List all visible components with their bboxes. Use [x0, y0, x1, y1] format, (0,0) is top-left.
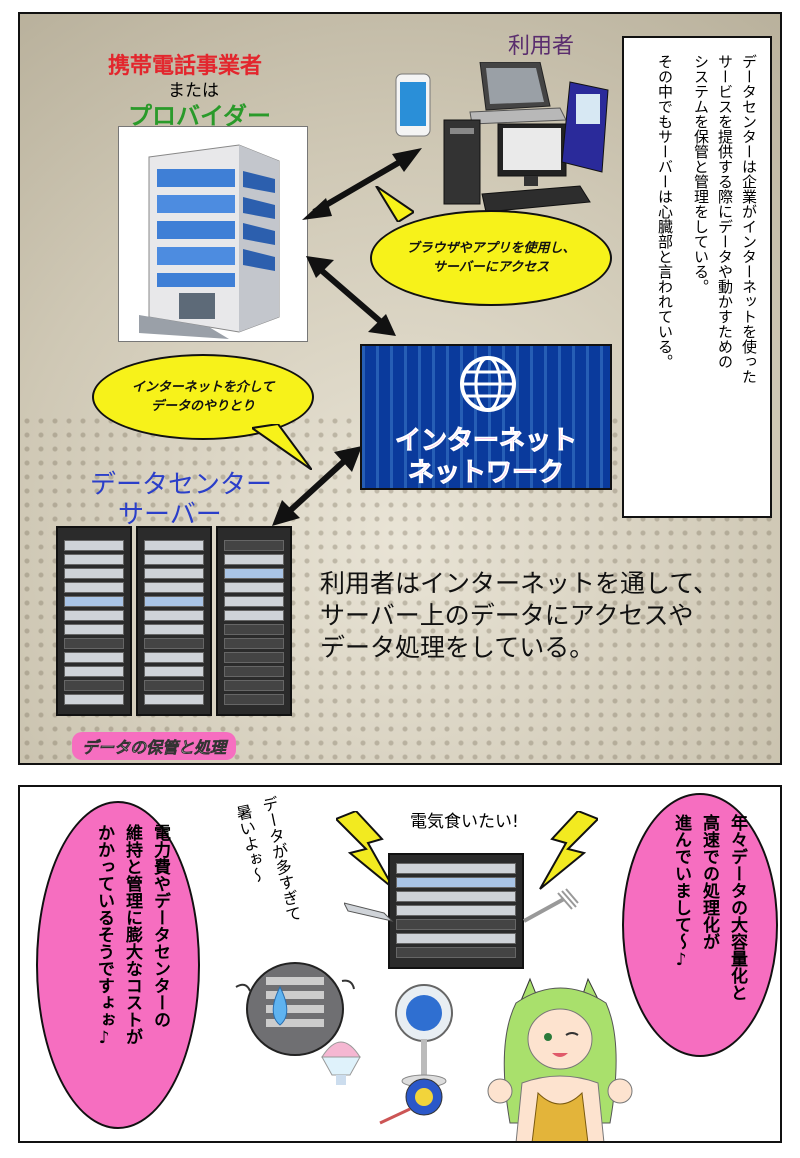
office-building-icon [139, 144, 280, 339]
knife-icon [344, 902, 394, 922]
explanation-col1: データセンターは企業がインターネットを使った [740, 54, 758, 384]
growth-bubble-col3: 進んでいまして〜♪ [671, 814, 691, 970]
growth-bubble-col1: 年々データの大容量化と [727, 814, 747, 1001]
bubble-internet-line2: データのやりとり [150, 399, 255, 414]
growth-bubble-col2: 高速での処理化が [699, 814, 719, 950]
main-statement-line1: 利用者はインターネットを通して、 [320, 569, 719, 598]
hand-fan-icon [379, 1078, 443, 1125]
bubble-browser-line2: サーバーにアクセス [432, 260, 550, 275]
provider-label-line2: または [168, 81, 219, 101]
hungry-text: 電気食いたい! [410, 812, 519, 832]
cost-bubble-col3: かかっているそうですょぉ♪ [94, 824, 114, 1048]
bubble-tail [375, 186, 414, 222]
explanation-col3: システムを保管と管理をしている。 [692, 54, 710, 294]
binary-background [362, 346, 610, 488]
electric-fan-icon [395, 984, 453, 1088]
storage-processing-tag: データの保管と処理 [72, 732, 237, 760]
bubble-browser-line1: ブラウザやアプリを使用し、 [406, 241, 576, 256]
main-statement-line2: サーバー上のデータにアクセスや [320, 601, 694, 630]
speech-bubble-browser-access: ブラウザやアプリを使用し、 サーバーにアクセス [370, 210, 612, 306]
hungry-server-rack [388, 853, 524, 969]
speech-bubble-cost: 電力費やデータセンターの 維持と管理に膨大なコストが かかっているそうですょぉ♪ [36, 801, 200, 1129]
explanation-col2: サービスを提供する際にデータや動かすための [716, 54, 734, 369]
internet-label-line2: ネットワーク [407, 458, 564, 489]
globe-icon [460, 356, 516, 412]
lightning-icon [539, 811, 598, 890]
panel-cost-and-growth: 電力費やデータセンターの 維持と管理に膨大なコストが かかっているそうですょぉ♪… [18, 785, 782, 1143]
speech-bubble-growth: 年々データの大容量化と 高速での処理化が 進んでいまして〜♪ [622, 793, 778, 1057]
shaved-ice-icon [321, 1041, 361, 1085]
main-statement: 利用者はインターネットを通して、 サーバー上のデータにアクセスや データ処理をし… [320, 568, 718, 664]
provider-label-line1: 携帯電話事業者 [108, 54, 263, 79]
bubble-tail [252, 424, 312, 470]
cost-bubble-col1: 電力費やデータセンターの [150, 824, 170, 1028]
lightning-icon [336, 811, 395, 890]
overheated-server-icon [235, 962, 355, 1056]
server-rack [216, 526, 292, 716]
double-arrow-icon [306, 256, 396, 336]
office-building-image [118, 126, 308, 342]
computer-devices-icon [395, 61, 609, 213]
datacenter-label-line2: サーバー [118, 500, 222, 530]
speech-bubble-internet-exchange: インターネットを介して データのやりとり [92, 354, 314, 440]
main-statement-line3: データ処理をしている。 [320, 633, 595, 662]
user-devices-image [390, 61, 630, 222]
double-arrow-icon [272, 446, 362, 526]
fork-icon [523, 888, 579, 923]
explanation-col4: その中でもサーバーは心臓部と言われている。 [656, 54, 674, 369]
explanation-text-box: データセンターは企業がインターネットを使った サービスを提供する際にデータや動か… [622, 36, 772, 518]
internet-label-line1: インターネット [394, 426, 577, 457]
server-rack [136, 526, 212, 716]
cost-bubble-col2: 維持と管理に膨大なコストが [122, 824, 142, 1045]
panel-datacenter-explanation: 携帯電話事業者 または プロバイダー 利用者 [18, 12, 782, 765]
datacenter-label-line1: データセンター [90, 470, 273, 500]
bubble-internet-line1: インターネットを介して [131, 380, 275, 395]
cat-girl-character [487, 977, 633, 1141]
provider-label-line3: プロバイダー [128, 102, 272, 130]
server-rack [56, 526, 132, 716]
double-arrow-icon [302, 148, 422, 220]
user-label: 利用者 [508, 34, 575, 59]
internet-network-panel: インターネット ネットワーク [360, 344, 612, 490]
